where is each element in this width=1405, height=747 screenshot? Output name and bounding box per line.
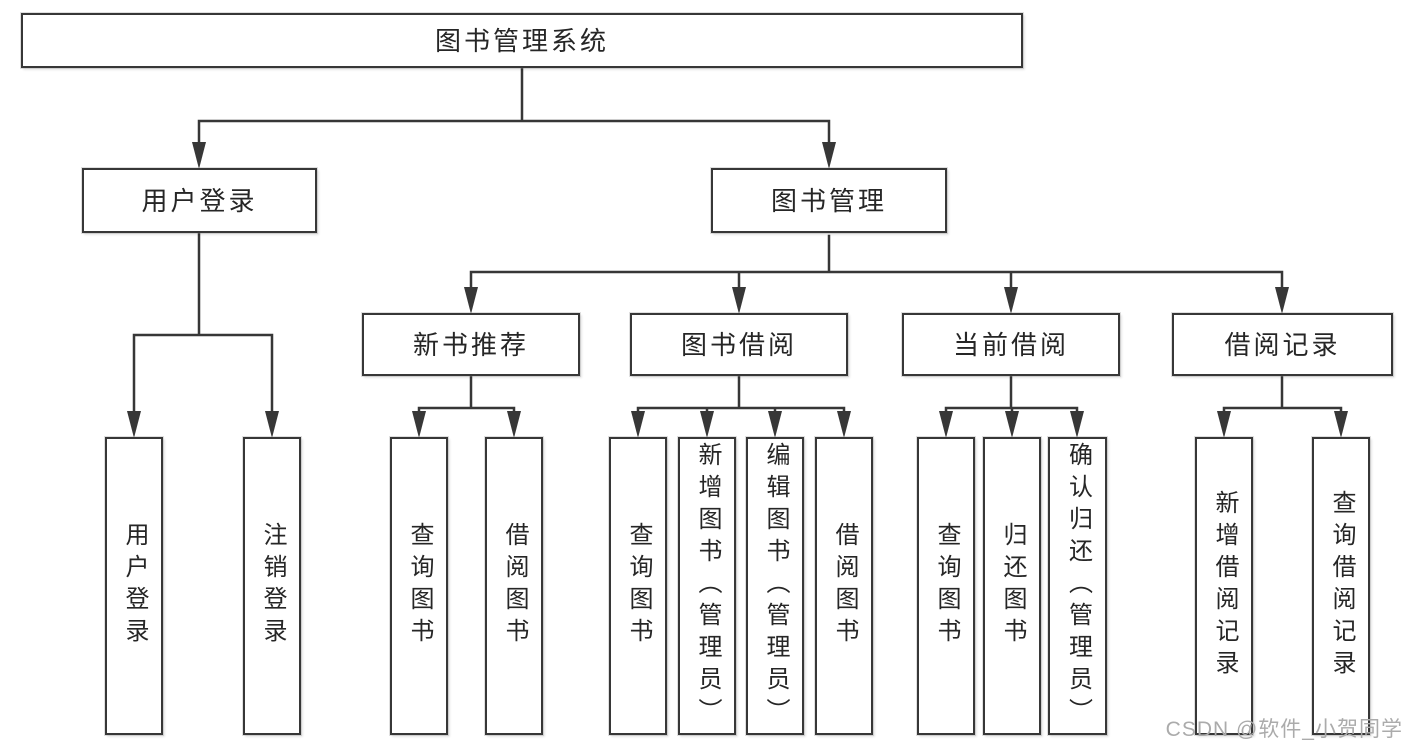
arrow-icon: [700, 411, 714, 438]
node-current-confirm-return-admin: 确认归还（管理员）: [1048, 437, 1107, 735]
node-root: 图书管理系统: [21, 13, 1023, 68]
node-book-management: 图书管理: [711, 168, 947, 233]
node-label: 图书管理系统: [434, 25, 609, 56]
node-borrowing-borrow-books: 借阅图书: [815, 437, 873, 735]
node-newbook-query-books: 查询图书: [390, 437, 448, 735]
arrow-icon: [732, 287, 746, 314]
node-logout: 注销登录: [243, 437, 301, 735]
node-label: 借阅记录: [1224, 329, 1341, 360]
arrow-icon: [822, 142, 836, 169]
node-borrowing-query-books: 查询图书: [609, 437, 667, 735]
arrow-icon: [1334, 411, 1348, 438]
node-label: 确认归还（管理员）: [1064, 442, 1092, 730]
node-label: 用户登录: [121, 522, 148, 650]
node-label: 查询图书: [625, 522, 652, 650]
arrow-icon: [1217, 411, 1231, 438]
arrow-icon: [507, 411, 521, 438]
node-label: 借阅图书: [831, 522, 858, 650]
connector-root: [197, 66, 831, 146]
node-label: 用户登录: [141, 185, 258, 216]
node-label: 新增借阅记录: [1211, 490, 1238, 682]
connector-borrowing-records: [1222, 374, 1343, 416]
node-user-login-action: 用户登录: [105, 437, 163, 735]
node-label: 查询图书: [406, 522, 433, 650]
arrow-icon: [768, 411, 782, 438]
node-borrowing-edit-books-admin: 编辑图书（管理员）: [746, 437, 804, 735]
connector-user-login: [132, 231, 274, 415]
node-new-book-recommend: 新书推荐: [362, 313, 580, 376]
arrow-icon: [412, 411, 426, 438]
arrow-icon: [1275, 287, 1289, 314]
node-label: 归还图书: [999, 522, 1026, 650]
arrow-icon: [265, 411, 279, 438]
arrow-icon: [1070, 411, 1084, 438]
node-label: 图书管理: [770, 185, 887, 216]
node-records-query-record: 查询借阅记录: [1312, 437, 1370, 735]
node-label: 新书推荐: [412, 329, 529, 360]
connector-current-borrowing: [944, 374, 1079, 416]
arrowheads: [127, 142, 1348, 438]
arrow-icon: [939, 411, 953, 438]
arrow-icon: [837, 411, 851, 438]
node-label: 借阅图书: [501, 522, 528, 650]
connector-book-management: [469, 234, 1284, 292]
arrow-icon: [192, 142, 206, 169]
node-current-query-books: 查询图书: [917, 437, 975, 735]
node-borrowing-add-books-admin: 新增图书（管理员）: [678, 437, 736, 735]
node-label: 当前借阅: [952, 329, 1069, 360]
node-borrowing-records: 借阅记录: [1172, 313, 1393, 376]
arrow-icon: [631, 411, 645, 438]
node-label: 图书借阅: [680, 329, 797, 360]
node-label: 查询图书: [933, 522, 960, 650]
arrow-icon: [1005, 411, 1019, 438]
node-newbook-borrow-books: 借阅图书: [485, 437, 543, 735]
node-label: 查询借阅记录: [1328, 490, 1355, 682]
node-book-borrowing: 图书借阅: [630, 313, 848, 376]
node-records-add-record: 新增借阅记录: [1195, 437, 1253, 735]
connector-book-borrowing: [636, 374, 846, 416]
node-user-login: 用户登录: [82, 168, 317, 233]
node-current-return-books: 归还图书: [983, 437, 1041, 735]
node-current-borrowing: 当前借阅: [902, 313, 1120, 376]
node-label: 编辑图书（管理员）: [762, 442, 789, 730]
node-label: 注销登录: [259, 522, 286, 650]
connector-new-book: [417, 374, 516, 416]
arrow-icon: [1004, 287, 1018, 314]
node-label: 新增图书（管理员）: [694, 442, 721, 730]
arrow-icon: [464, 287, 478, 314]
arrow-icon: [127, 411, 141, 438]
